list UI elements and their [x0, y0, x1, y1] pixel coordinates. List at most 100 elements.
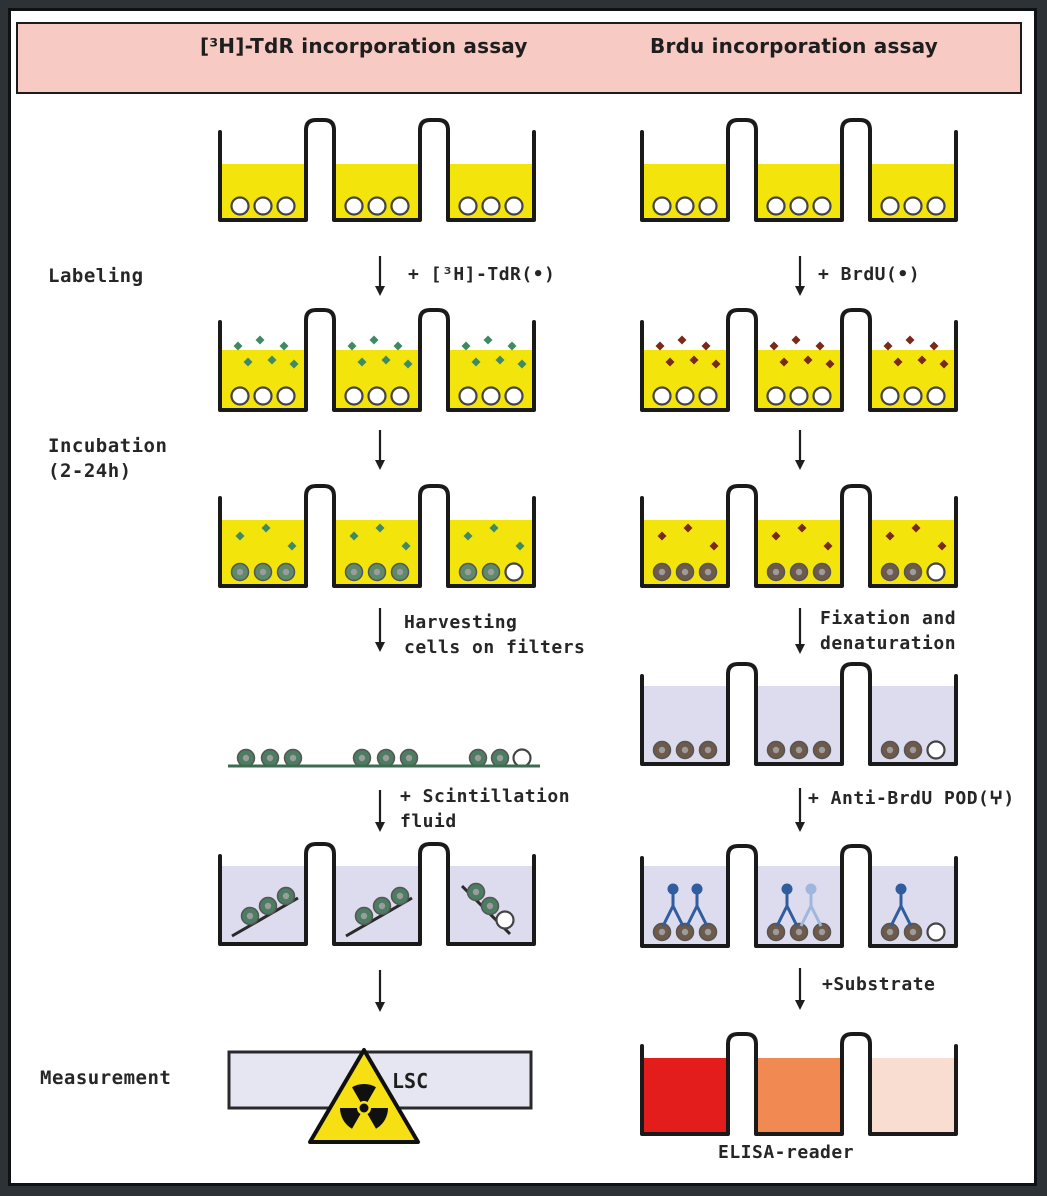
- unlabeled-cell: [504, 196, 524, 216]
- label-molecule: [267, 355, 277, 365]
- label-molecule: [287, 541, 297, 551]
- unlabeled-cell: [789, 196, 809, 216]
- unlabeled-cell: [698, 196, 718, 216]
- antibody: [685, 894, 709, 927]
- elisa-signal: [644, 1058, 726, 1132]
- trefoil-blade: [340, 1108, 361, 1129]
- cell: [512, 748, 532, 768]
- label-molecule: [883, 341, 893, 351]
- label-molecule: [515, 541, 525, 551]
- labeled-cell-core: [282, 568, 290, 576]
- label-molecule: [235, 531, 245, 541]
- labeled-cell-core: [350, 568, 358, 576]
- header-bar: [16, 22, 1022, 94]
- left-column-title: [³H]-TdR incorporation assay: [200, 34, 528, 58]
- label-molecule: [233, 341, 243, 351]
- label-molecule: [381, 355, 391, 365]
- unlabeled-cell: [230, 196, 250, 216]
- unlabeled-cell: [675, 386, 695, 406]
- label-molecule: [289, 359, 299, 369]
- label-molecule: [463, 531, 473, 541]
- cell: [495, 910, 515, 930]
- filter-cell-core: [264, 902, 272, 910]
- unlabeled-cell: [253, 196, 273, 216]
- left-plate-start: [218, 118, 536, 222]
- label-molecule: [797, 523, 807, 533]
- label-molecule: [393, 341, 403, 351]
- unlabeled-cell: [230, 386, 250, 406]
- unlabeled-cell: [253, 386, 273, 406]
- label-molecule: [689, 355, 699, 365]
- label-molecule: [665, 357, 675, 367]
- label-molecule: [255, 335, 265, 345]
- right-plate-start: [640, 118, 958, 222]
- labeled-cell-core: [658, 928, 666, 936]
- left-add-label: + [³H]-TdR(•): [408, 264, 556, 285]
- unlabeled-cell: [880, 386, 900, 406]
- label-molecule: [917, 355, 927, 365]
- unlabeled-cell: [675, 196, 695, 216]
- arrow-down-icon-head: [375, 460, 385, 470]
- filter-cell-core: [474, 754, 482, 762]
- label-molecule: [885, 531, 895, 541]
- right-plate-fixed: [640, 662, 958, 766]
- filter-cell-core: [496, 754, 504, 762]
- unlabeled-cell: [903, 386, 923, 406]
- right-plate-incubated: [640, 484, 958, 588]
- pod-enzyme: [667, 883, 679, 895]
- label-molecule: [683, 523, 693, 533]
- unlabeled-cell: [652, 196, 672, 216]
- label-molecule: [471, 357, 481, 367]
- labeled-cell-core: [236, 568, 244, 576]
- step-incubation: Incubation (2-24h): [48, 435, 168, 482]
- left-plate-labeling: [218, 308, 536, 412]
- arrow-down-icon-head: [795, 286, 805, 296]
- labeled-cell-core: [772, 568, 780, 576]
- left-plate-scintillation: [218, 842, 536, 946]
- label-molecule: [495, 355, 505, 365]
- elisa-signal: [758, 1058, 840, 1132]
- lsc-label: LSC: [392, 1069, 428, 1093]
- labeled-cell-core: [795, 568, 803, 576]
- label-molecule: [369, 335, 379, 345]
- unlabeled-cell: [504, 386, 524, 406]
- step-labeling: Labeling: [48, 265, 144, 287]
- unlabeled-cell: [903, 196, 923, 216]
- radiation-hazard-icon: [308, 1048, 420, 1144]
- right-fixation-label: Fixation and denaturation: [820, 608, 957, 654]
- right-plate-elisa: [640, 1032, 958, 1136]
- elisa-signal: [872, 1058, 954, 1132]
- unlabeled-cell: [458, 386, 478, 406]
- labeled-cell-core: [704, 568, 712, 576]
- label-molecule: [507, 341, 517, 351]
- cell: [926, 562, 946, 582]
- label-molecule: [677, 335, 687, 345]
- arrow-down-icon-head: [795, 460, 805, 470]
- right-antibody-label: + Anti-BrdU POD(ⵖ): [808, 788, 1015, 809]
- label-molecule: [709, 541, 719, 551]
- unlabeled-cell: [344, 196, 364, 216]
- label-molecule: [825, 359, 835, 369]
- filter-cell-core: [242, 754, 250, 762]
- label-molecule: [461, 341, 471, 351]
- arrow-down-icon-head: [375, 286, 385, 296]
- label-molecule: [803, 355, 813, 365]
- cell: [926, 740, 946, 760]
- pod-enzyme: [781, 883, 793, 895]
- label-molecule: [375, 523, 385, 533]
- labeled-cell-core: [681, 928, 689, 936]
- labeled-cell-core: [681, 568, 689, 576]
- labeled-cell-core: [886, 928, 894, 936]
- right-plate-antibody: [640, 844, 958, 948]
- labeled-cell-core: [259, 568, 267, 576]
- labeled-cell-core: [909, 746, 917, 754]
- unlabeled-cell: [367, 196, 387, 216]
- pod-enzyme: [895, 883, 907, 895]
- labeled-cell-core: [658, 746, 666, 754]
- label-molecule: [701, 341, 711, 351]
- unlabeled-cell: [276, 386, 296, 406]
- labeled-cell-core: [681, 746, 689, 754]
- unlabeled-cell: [458, 196, 478, 216]
- antibody: [775, 894, 799, 927]
- filter-cell-core: [358, 754, 366, 762]
